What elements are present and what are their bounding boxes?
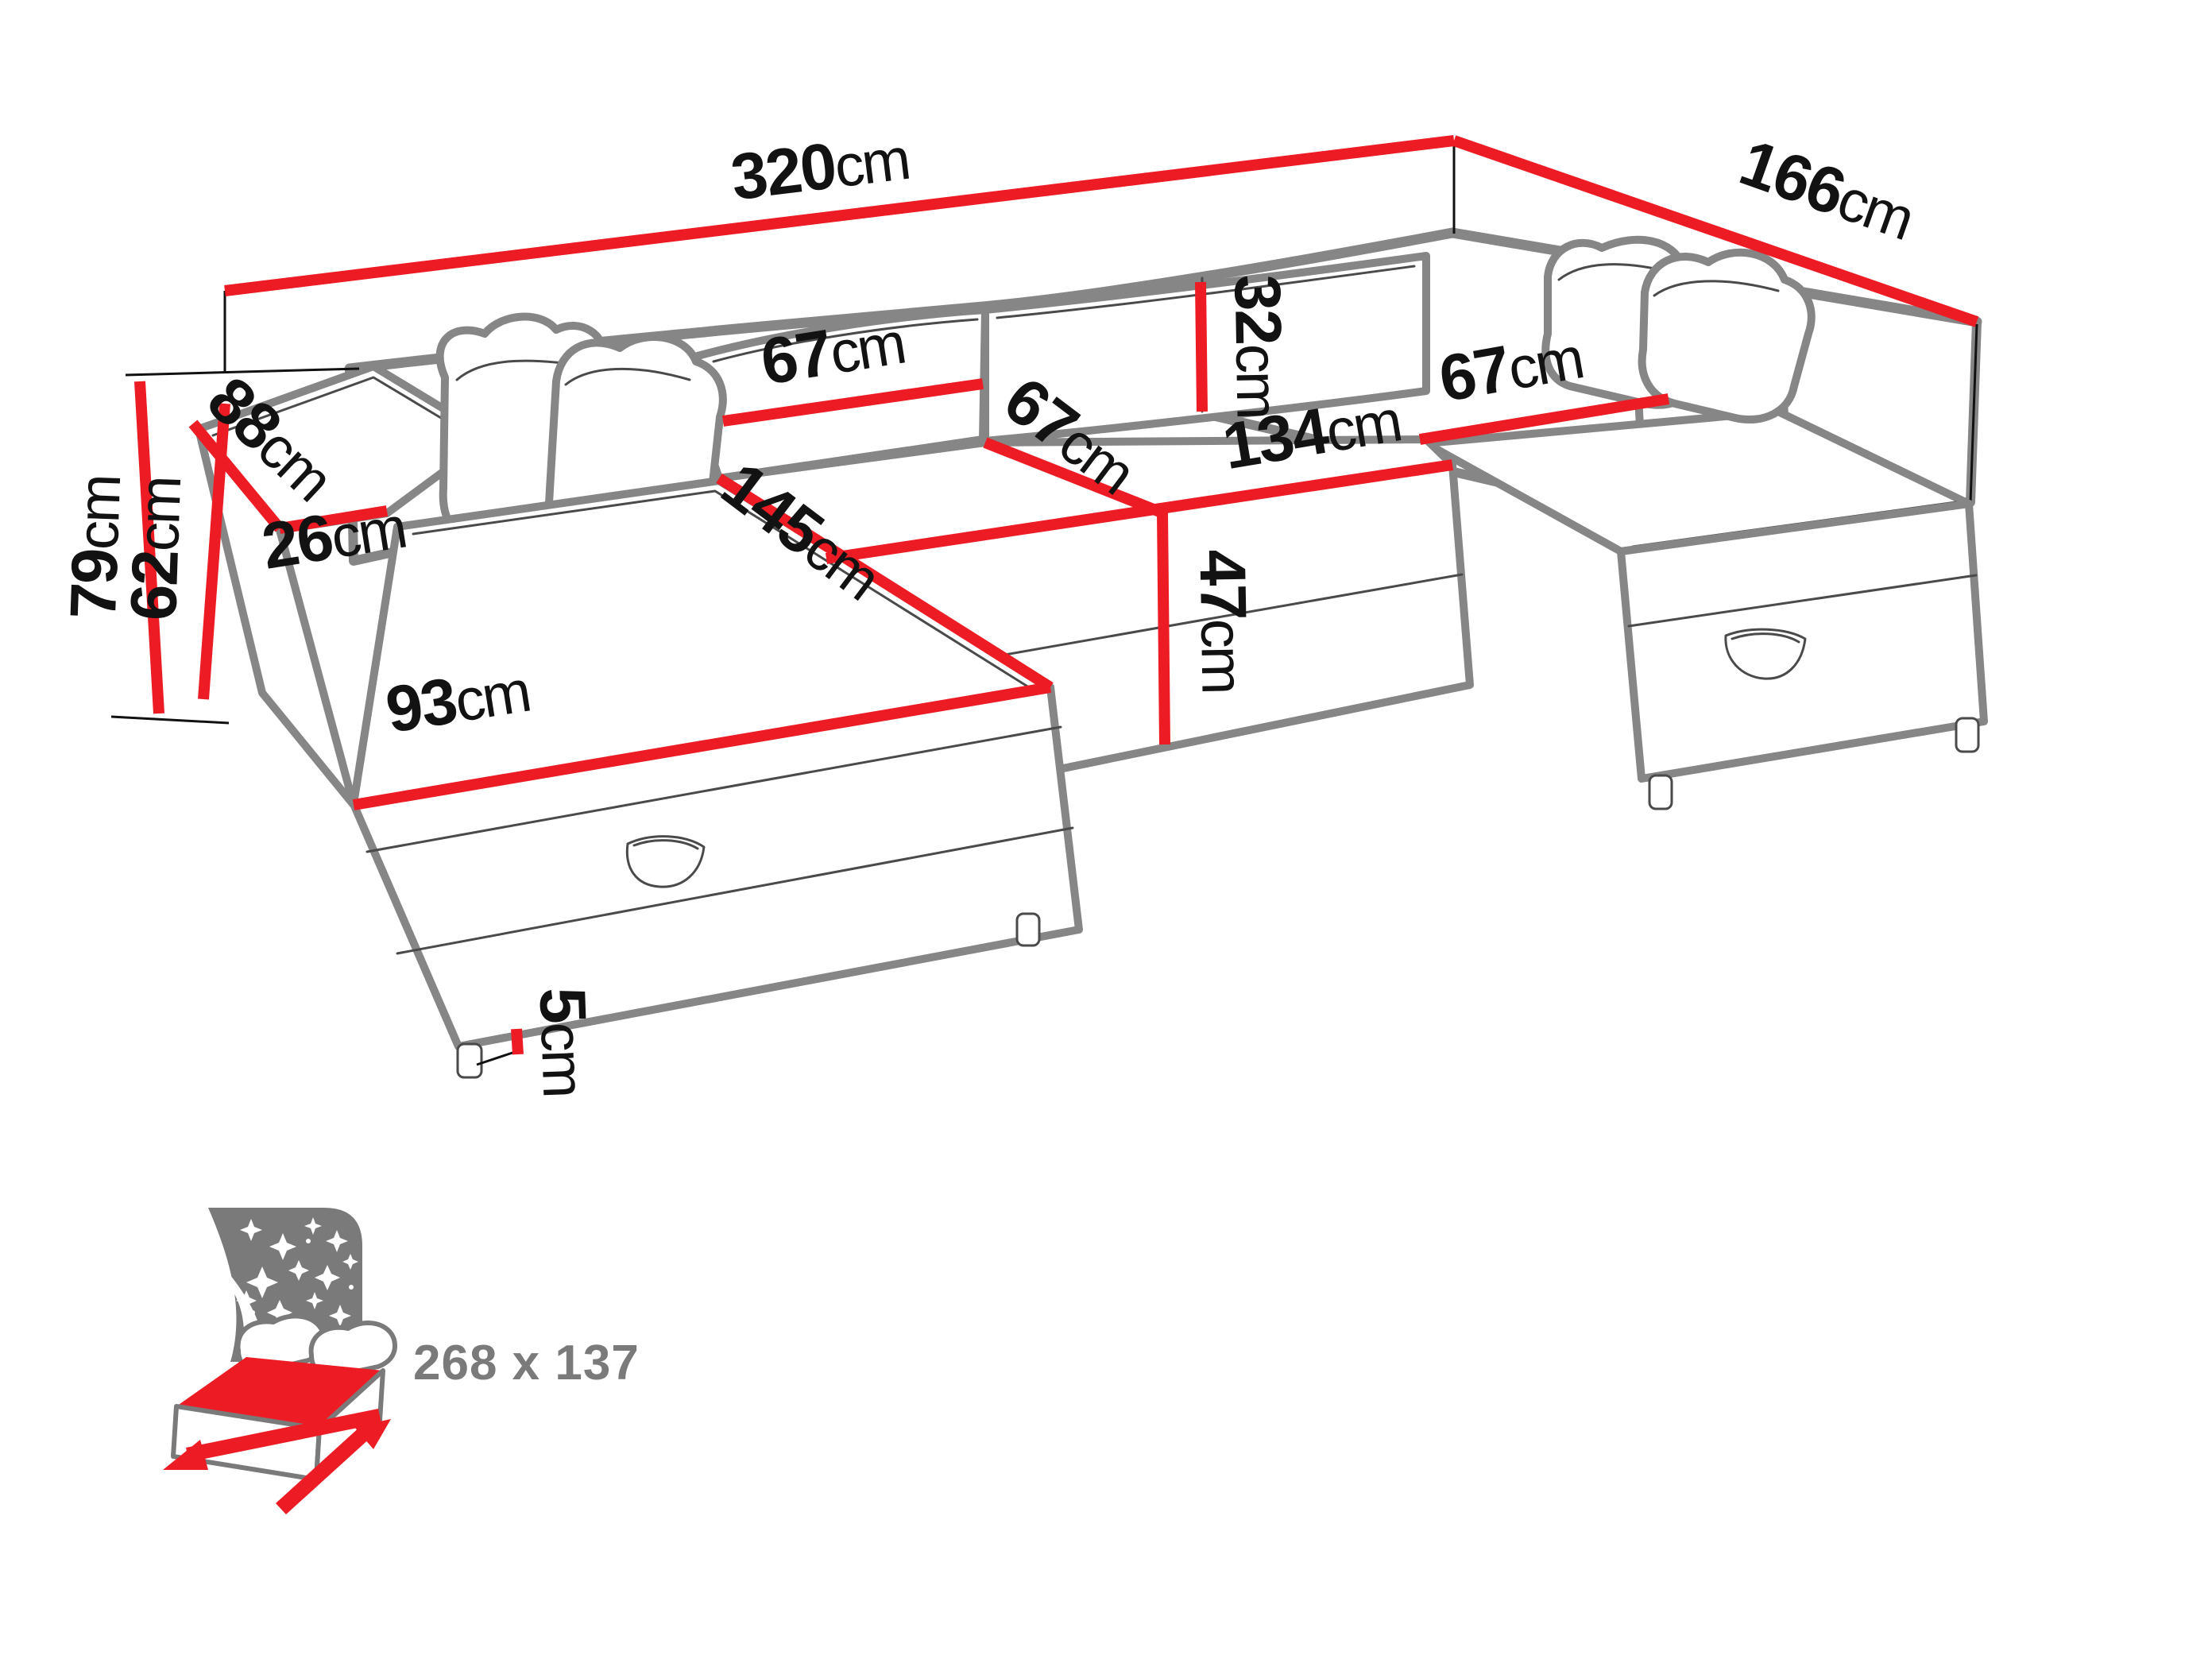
right-chaise-handle (1724, 628, 1807, 680)
sleeping-area-icon: 268 x 137 (0, 1208, 640, 1514)
label-total-depth: 166cm (1731, 126, 1923, 253)
bed-mattress-top (176, 1357, 383, 1429)
star-icon (288, 1260, 309, 1281)
arrow-right-icon (354, 1419, 391, 1449)
label-armrest-height: 62cm (118, 477, 195, 622)
star-icon (246, 1266, 278, 1298)
label-backrest-height: 32cm (1220, 274, 1295, 418)
left-chaise-leg-left (456, 1042, 483, 1079)
bed-arrows (163, 1409, 391, 1514)
label-right-seat-depth: 67cm (1434, 319, 1587, 416)
label-seat-height: 47cm (1185, 549, 1260, 693)
sleeping-area-size: 268 x 137 (413, 1336, 640, 1390)
label-chaise-width: 93cm (381, 653, 534, 747)
dim-line-chaise-width (352, 682, 1052, 810)
dim-line-right-seat-depth (1418, 393, 1670, 445)
right-chaise-leg-left (1648, 774, 1673, 810)
arrow-left-icon (163, 1440, 208, 1470)
dimension-lines (134, 135, 1979, 1055)
dim-line-seat-height (1157, 512, 1170, 745)
construction-lines (110, 145, 1456, 1066)
sofa-drawing (195, 227, 1988, 1079)
dim-line-armrest-length (188, 420, 284, 532)
label-total-width: 320cm (727, 121, 912, 215)
pillow-right-pair (1541, 235, 1816, 424)
label-middle-seat-width: 134cm (1218, 383, 1405, 484)
dim-line-middle-seat-depth (983, 437, 1164, 518)
dim-line-armrest-width (278, 505, 389, 534)
star-icon (315, 1265, 340, 1290)
right-chaise-leg-right (1955, 717, 1980, 753)
night-curtain-icon (208, 1208, 237, 1362)
star-icon (326, 1230, 348, 1252)
star-icon (236, 1290, 257, 1311)
label-backrest-width: 67cm (756, 305, 909, 399)
dim-line-total-width (224, 135, 1455, 296)
dim-line-backrest-width (722, 378, 984, 427)
dim-line-middle-seat-width (825, 459, 1454, 564)
star-icon (304, 1217, 322, 1235)
star-icon (329, 1305, 351, 1327)
star-icon (342, 1254, 358, 1270)
sofa-back-right-edge (1969, 323, 1978, 503)
left-chaise-handle (625, 835, 706, 888)
dim-line-total-height (134, 381, 164, 714)
dim-line-chaise-length (716, 474, 1054, 692)
star-icon (306, 1292, 323, 1309)
dim-line-backrest-height (1195, 281, 1208, 412)
dim-line-armrest-height (198, 403, 230, 700)
label-armrest-width: 26cm (257, 489, 410, 583)
dim-line-total-depth (1452, 135, 1979, 327)
label-leg-height: 5cm (526, 986, 602, 1096)
label-total-height: 79cm (57, 475, 134, 621)
star-icon (267, 1300, 292, 1325)
star-icon (269, 1233, 296, 1260)
left-chaise-leg-right (1015, 912, 1041, 947)
dim-line-leg-height (511, 1028, 524, 1055)
star-icon (240, 1219, 262, 1241)
